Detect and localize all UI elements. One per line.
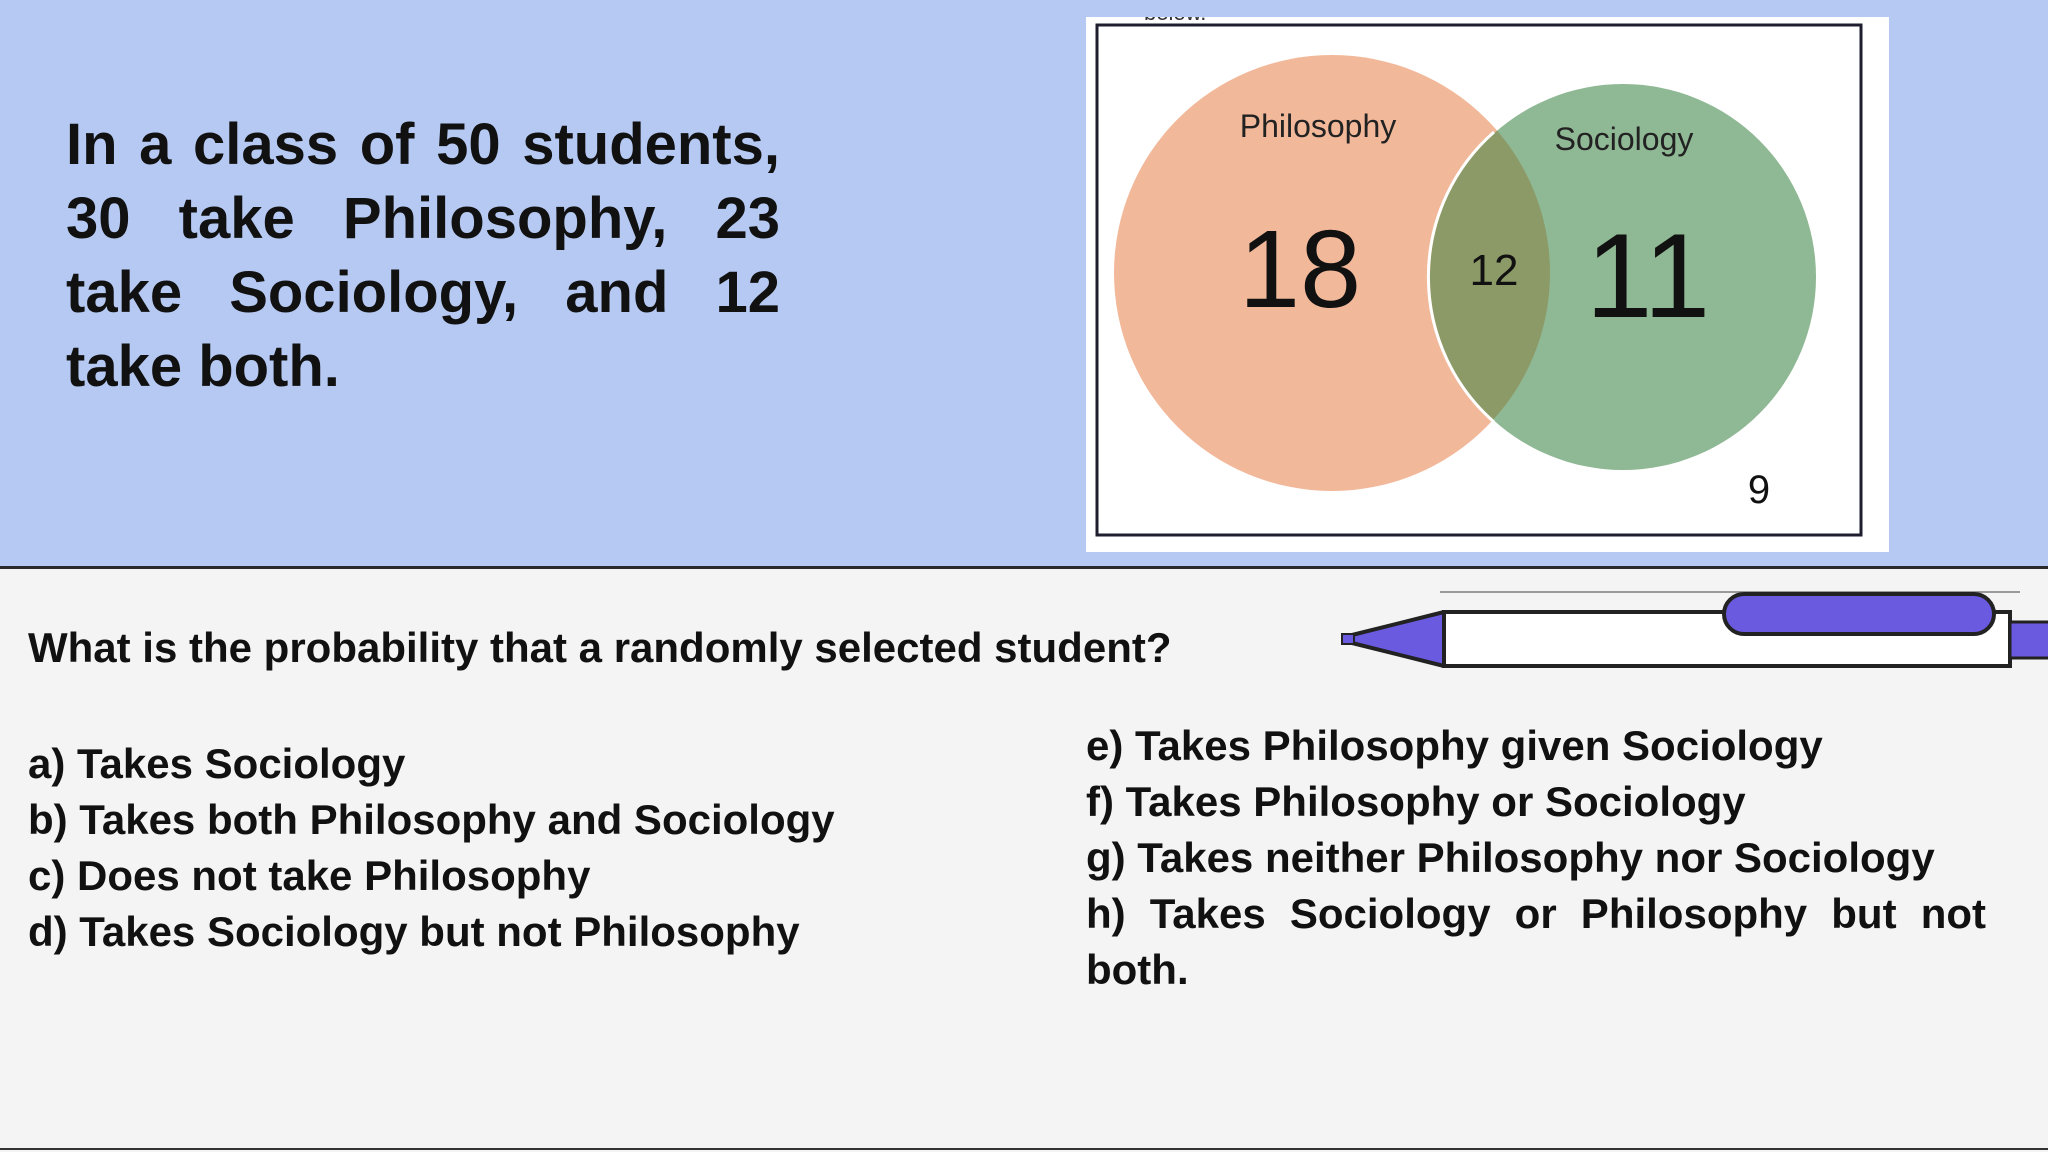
problem-statement: In a class of 50 students, 30 take Philo… bbox=[66, 112, 780, 399]
option-f: f) Takes Philosophy or Sociology bbox=[1086, 778, 1746, 825]
question-prompt: What is the probability that a randomly … bbox=[28, 624, 1172, 671]
sociology-label: Sociology bbox=[1555, 121, 1694, 157]
options-right-column: e) Takes Philosophy given Sociology f) T… bbox=[1086, 718, 1986, 998]
philosophy-label: Philosophy bbox=[1240, 108, 1397, 144]
options-left-column: a) Takes Sociology b) Takes both Philoso… bbox=[28, 736, 1068, 960]
neither-count: 9 bbox=[1748, 468, 1770, 512]
overlap-edge bbox=[1426, 130, 1495, 424]
option-g: g) Takes neither Philosophy nor Sociolog… bbox=[1086, 834, 1935, 881]
cropped-heading-text: below. bbox=[1144, 17, 1206, 25]
section-divider bbox=[0, 566, 2048, 569]
option-a: a) Takes Sociology bbox=[28, 740, 406, 787]
option-d: d) Takes Sociology but not Philosophy bbox=[28, 908, 800, 955]
venn-diagram-card: below. Philosophy Sociology 18 12 11 9 bbox=[1086, 17, 1889, 552]
philosophy-only-count: 18 bbox=[1239, 208, 1361, 331]
option-c: c) Does not take Philosophy bbox=[28, 852, 591, 899]
pen-illustration bbox=[1340, 580, 2048, 675]
option-e: e) Takes Philosophy given Sociology bbox=[1086, 722, 1823, 769]
pen-icon bbox=[1341, 591, 2048, 668]
both-count: 12 bbox=[1470, 246, 1519, 295]
option-h: h) Takes Sociology or Philosophy but not… bbox=[1086, 890, 1986, 993]
venn-diagram: below. Philosophy Sociology 18 12 11 9 bbox=[1095, 17, 1863, 537]
option-b: b) Takes both Philosophy and Sociology bbox=[28, 796, 835, 843]
sociology-only-count: 11 bbox=[1586, 209, 1711, 343]
bottom-rule bbox=[0, 1148, 2048, 1150]
philosophy-circle bbox=[1114, 55, 1550, 491]
